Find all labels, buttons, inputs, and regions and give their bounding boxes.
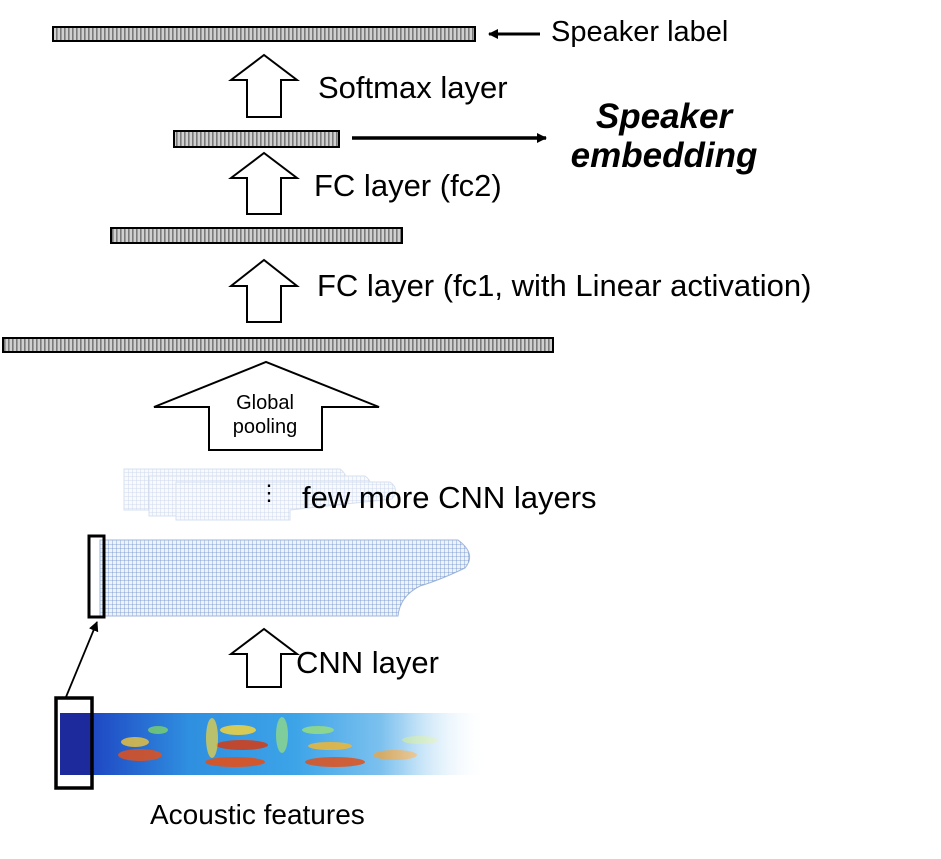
receptive-field-arrow	[65, 621, 99, 698]
ellipsis-icon: ⋮	[258, 480, 280, 505]
speaker-label-layer-bar	[52, 26, 476, 42]
global-pooling-label: Global pooling	[214, 391, 316, 439]
cnn-receptive-field-box	[87, 534, 106, 619]
global-pooling-line1: Global	[236, 392, 294, 414]
cnn-up-arrow-icon	[228, 627, 300, 688]
fc2-layer-bar	[173, 130, 340, 148]
input-window-box	[54, 696, 94, 790]
more-cnn-feature-maps	[123, 468, 396, 521]
cnn-layer-label: CNN layer	[296, 645, 439, 680]
fc1-layer-label: FC layer (fc1, with Linear activation)	[317, 268, 812, 303]
softmax-up-arrow-icon	[228, 53, 300, 118]
cnn-feature-map	[99, 539, 471, 617]
global-pooling-line2: pooling	[232, 416, 298, 438]
softmax-layer-label: Softmax layer	[318, 70, 508, 105]
speaker-embedding-line1: Speaker	[595, 97, 733, 136]
global-pooling-arrow-icon	[153, 360, 380, 451]
acoustic-features-label: Acoustic features	[150, 799, 365, 830]
speaker-embedding-label: Speaker embedding	[550, 97, 778, 175]
more-cnn-layers-label: few more CNN layers	[302, 480, 597, 515]
fc1-layer-bar	[110, 227, 403, 244]
fc2-layer-label: FC layer (fc2)	[314, 168, 502, 203]
speaker-label-text: Speaker label	[551, 16, 729, 48]
speaker-embedding-line2: embedding	[570, 136, 758, 176]
fc1-up-arrow-icon	[228, 258, 300, 323]
spectrogram	[60, 713, 488, 775]
pooled-layer-bar	[2, 337, 554, 353]
fc2-up-arrow-icon	[228, 151, 300, 215]
